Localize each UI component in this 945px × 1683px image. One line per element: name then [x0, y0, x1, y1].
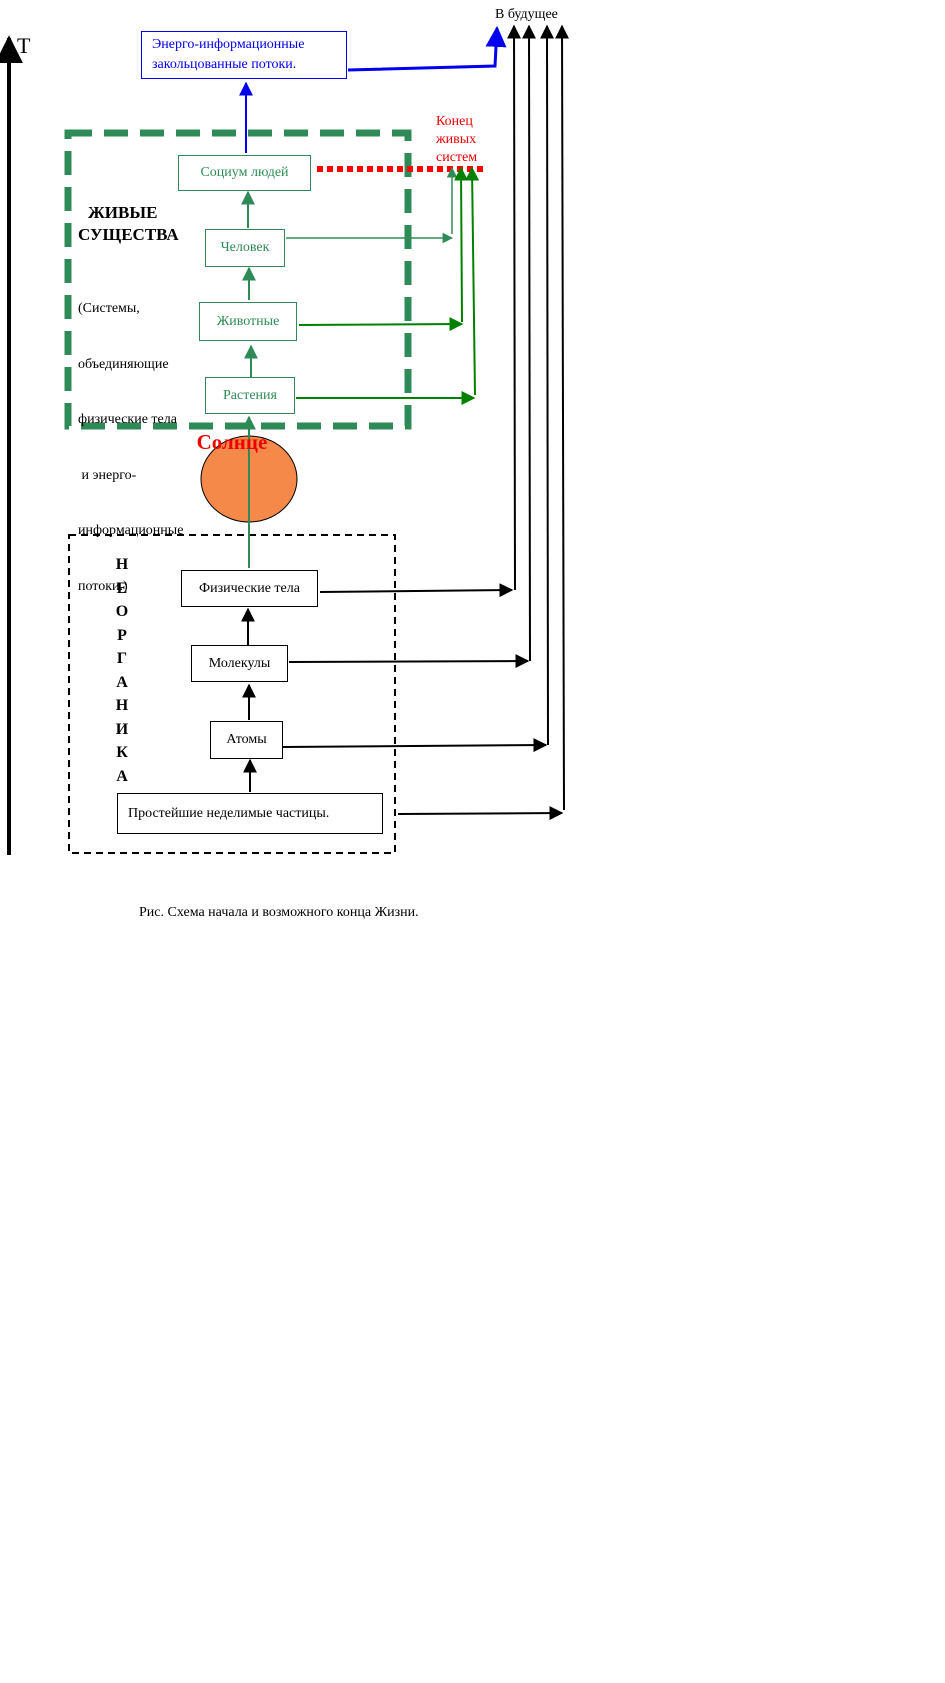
arrow-atoms-up — [540, 24, 555, 746]
arrow-molecules-right — [288, 654, 530, 669]
inorganic-letter: Г — [116, 650, 128, 667]
description-line-5: информационные — [78, 523, 184, 538]
time-axis-label: T — [17, 33, 31, 58]
arrow-plants-up — [465, 166, 480, 396]
end-of-life-label-line-2: живых — [436, 132, 477, 147]
figure-caption: Рис. Схема начала и возможного конца Жиз… — [139, 905, 419, 920]
inorganic-letter: Н — [115, 697, 129, 714]
living-beings-title-line-2: СУЩЕСТВА — [78, 225, 179, 244]
sun-label: Солнце — [196, 430, 268, 454]
description-line-1: (Системы, — [78, 301, 140, 316]
inorganic-letter: А — [116, 767, 128, 785]
living-beings-description: (Системы, объединяющие физические тела и… — [78, 263, 183, 615]
inorganic-letter: К — [116, 744, 128, 761]
living-beings-title: ЖИВЫЕ СУЩЕСТВА — [78, 202, 179, 246]
living-beings-frame — [64, 129, 412, 430]
plants-box: Растения — [205, 377, 295, 414]
arrow-bodies-right — [319, 583, 514, 598]
future-label: В будущее — [495, 7, 558, 22]
animals-box: Животные — [199, 302, 297, 341]
arrow-molecules-up — [522, 24, 537, 662]
description-line-6: потоки.) — [78, 578, 128, 594]
energy-flows-box: Энерго-информационные закольцованные пот… — [141, 31, 347, 79]
inorganic-letter: А — [116, 673, 128, 691]
society-box: Социум людей — [178, 155, 311, 191]
inorganic-letter: Р — [117, 626, 127, 644]
inorganic-letter: О — [115, 603, 129, 620]
inorganic-frame — [68, 534, 396, 854]
arrow-atoms-right — [282, 738, 548, 753]
human-box: Человек — [205, 229, 285, 267]
description-line-4: и энерго- — [78, 467, 137, 483]
arrow-bodies-up — [507, 24, 522, 591]
atoms-box: Атомы — [210, 721, 283, 759]
arrow-animals-right — [298, 317, 464, 332]
molecules-box: Молекулы — [191, 645, 288, 682]
inorganic-letter: Н — [115, 556, 129, 573]
end-of-life-label-line-1: Конец — [436, 114, 473, 129]
living-beings-title-line-1: ЖИВЫЕ — [88, 203, 158, 222]
end-of-life-label-line-3: систем — [436, 150, 478, 165]
inorganic-vertical-label: Н Е О Р Г А Н И К А — [111, 553, 133, 788]
arrow-particles-up — [555, 24, 570, 811]
physical-bodies-box: Физические тела — [181, 570, 318, 607]
arrow-energy-to-future — [347, 25, 507, 72]
description-line-2: объединяющие — [78, 356, 169, 372]
arrow-particles-right — [397, 806, 564, 821]
inorganic-letter: И — [115, 720, 129, 738]
end-of-life-label: Конец живых систем — [436, 113, 477, 167]
particles-box: Простейшие неделимые частицы. — [117, 793, 383, 834]
arrow-animals-up — [454, 166, 469, 323]
inorganic-letter: Е — [116, 579, 128, 597]
description-line-3: физические тела — [78, 412, 177, 427]
